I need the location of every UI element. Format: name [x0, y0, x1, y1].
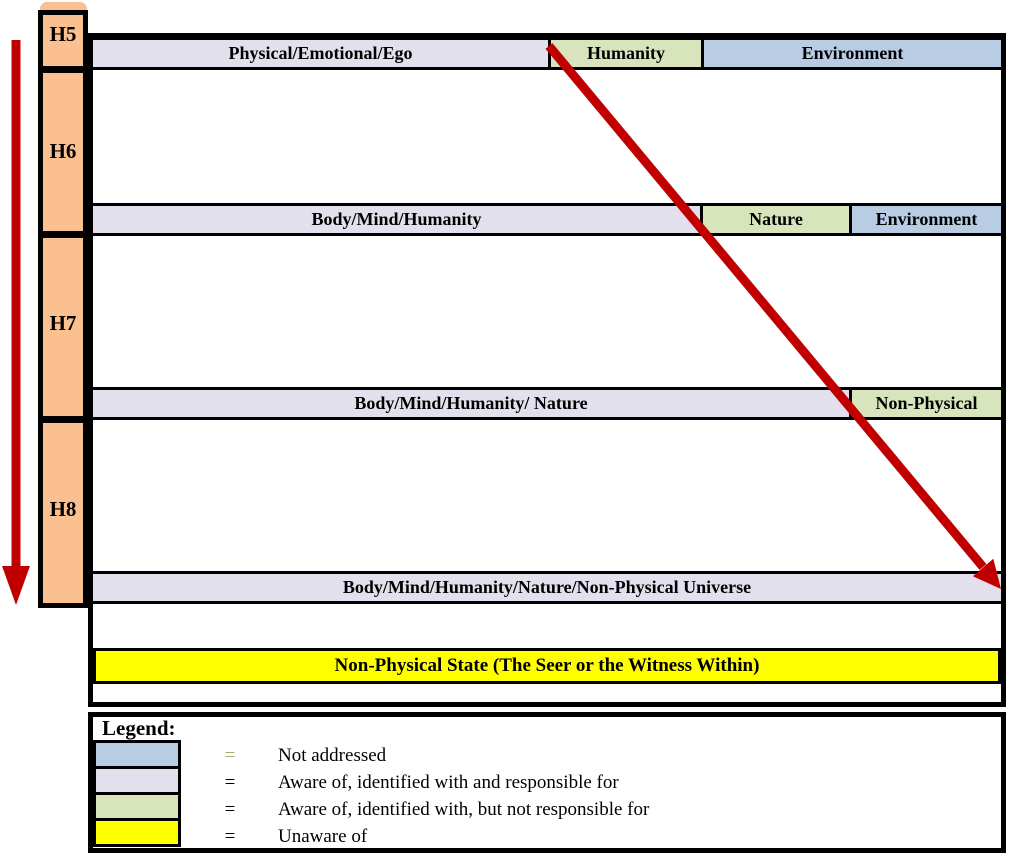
legend-item-label: Aware of, identified with, but not respo…: [278, 798, 650, 820]
legend-frame: [88, 712, 1006, 853]
legend-swatch-aware-not-responsible: [93, 792, 181, 821]
legend-item: = Aware of, identified with, but not res…: [210, 796, 650, 823]
awareness-bar-h8: Body/Mind/Humanity/Nature/Non-Physical U…: [93, 571, 1001, 604]
equals-symbol: =: [224, 798, 236, 820]
segment-body-mind-humanity-nature: Body/Mind/Humanity/ Nature: [93, 387, 849, 420]
awareness-bar-h5: Physical/Emotional/Ego Humanity Environm…: [93, 37, 1001, 70]
segment-body-mind-humanity: Body/Mind/Humanity: [93, 203, 700, 236]
awareness-bar-h7: Body/Mind/Humanity/ Nature Non-Physical: [93, 387, 1001, 420]
h5-label: H5: [49, 22, 77, 46]
legend-item-label: Unaware of: [278, 825, 368, 847]
h8-label: H8: [49, 497, 77, 521]
equals-symbol: =: [224, 825, 236, 847]
legend-swatch-not-addressed: [93, 740, 181, 769]
down-arrow-icon: [2, 40, 30, 605]
equals-symbol: =: [224, 771, 236, 793]
main-frame: [88, 33, 1006, 707]
h6-label: H6: [49, 139, 77, 163]
legend-swatches: [93, 740, 181, 847]
segment-environment: Environment: [701, 37, 1001, 70]
segment-nature: Nature: [700, 203, 849, 236]
segment-humanity: Humanity: [548, 37, 701, 70]
h-column-divider: [38, 231, 88, 238]
legend-title: Legend:: [102, 716, 176, 740]
legend-item: = Not addressed: [210, 742, 387, 769]
awareness-bar-h6: Body/Mind/Humanity Nature Environment: [93, 203, 1001, 236]
h-level-column: [38, 10, 88, 608]
segment-physical-emotional-ego: Physical/Emotional/Ego: [93, 37, 548, 70]
h-column-divider: [38, 416, 88, 423]
legend-item-label: Not addressed: [278, 744, 387, 766]
legend-item: = Unaware of: [210, 823, 368, 850]
legend-swatch-aware-responsible: [93, 766, 181, 795]
legend-item: = Aware of, identified with and responsi…: [210, 769, 619, 796]
segment-environment: Environment: [849, 203, 1001, 236]
non-physical-state-bar: Non-Physical State (The Seer or the Witn…: [93, 648, 1001, 684]
equals-symbol: =: [224, 744, 236, 766]
legend-item-label: Aware of, identified with and responsibl…: [278, 771, 619, 793]
segment-body-mind-humanity-nature-nonphysical-universe: Body/Mind/Humanity/Nature/Non-Physical U…: [93, 571, 1001, 604]
legend-swatch-unaware: [93, 818, 181, 847]
segment-non-physical: Non-Physical: [849, 387, 1001, 420]
h-column-divider: [38, 66, 88, 73]
h7-label: H7: [49, 311, 77, 335]
